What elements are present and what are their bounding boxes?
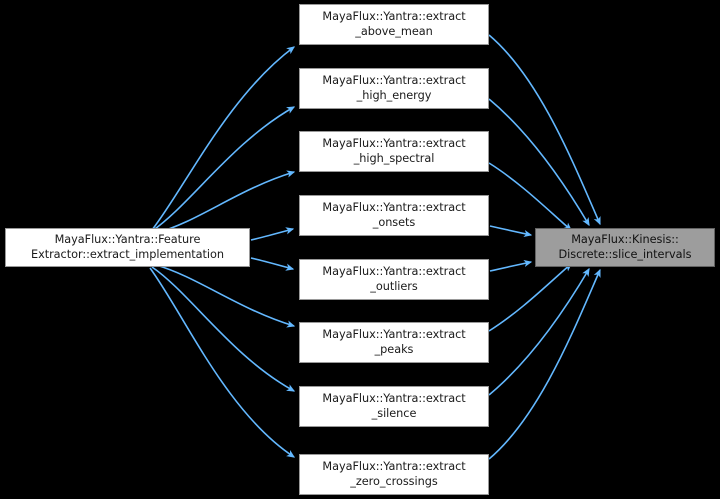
node-label: MayaFlux::Yantra::extract _high_spectral bbox=[322, 136, 466, 165]
node-label: MayaFlux::Yantra::extract _silence bbox=[322, 391, 466, 420]
node-label: MayaFlux::Yantra::extract _outliers bbox=[322, 264, 466, 293]
node-extract-peaks[interactable]: MayaFlux::Yantra::extract _peaks bbox=[299, 322, 489, 363]
node-extract-high-energy[interactable]: MayaFlux::Yantra::extract _high_energy bbox=[299, 68, 489, 109]
edge-extract-onsets bbox=[250, 227, 295, 241]
node-extract-implementation[interactable]: MayaFlux::Yantra::Feature Extractor::ext… bbox=[5, 228, 250, 267]
edge-extract-high-energy bbox=[488, 98, 590, 227]
node-label: MayaFlux::Yantra::extract _onsets bbox=[322, 200, 466, 229]
node-label: MayaFlux::Yantra::extract _above_mean bbox=[322, 9, 466, 38]
edge-extract-outliers bbox=[489, 259, 533, 272]
node-extract-onsets[interactable]: MayaFlux::Yantra::extract _onsets bbox=[299, 195, 489, 236]
node-label: MayaFlux::Yantra::Feature Extractor::ext… bbox=[30, 232, 224, 261]
node-label: MayaFlux::Yantra::extract _high_energy bbox=[322, 73, 466, 102]
node-extract-zero-crossings[interactable]: MayaFlux::Yantra::extract _zero_crossing… bbox=[299, 454, 489, 495]
edge-extract-high-energy bbox=[151, 106, 296, 232]
node-extract-above-mean[interactable]: MayaFlux::Yantra::extract _above_mean bbox=[299, 4, 489, 45]
edge-extract-outliers bbox=[250, 257, 295, 271]
node-label: MayaFlux::Yantra::extract _zero_crossing… bbox=[322, 459, 466, 488]
node-extract-high-spectral[interactable]: MayaFlux::Yantra::extract _high_spectral bbox=[299, 131, 489, 172]
edge-extract-zero-crossings bbox=[149, 267, 296, 458]
node-label: MayaFlux::Kinesis:: Discrete::slice_inte… bbox=[558, 232, 692, 261]
edge-extract-above-mean bbox=[151, 46, 296, 231]
edge-extract-high-spectral bbox=[488, 162, 572, 231]
edge-extract-onsets bbox=[489, 225, 533, 238]
node-extract-outliers[interactable]: MayaFlux::Yantra::extract _outliers bbox=[299, 259, 489, 300]
edge-extract-zero-crossings bbox=[488, 268, 601, 460]
edge-extract-high-spectral bbox=[155, 170, 296, 234]
node-label: MayaFlux::Yantra::extract _peaks bbox=[322, 327, 466, 356]
node-slice-intervals[interactable]: MayaFlux::Kinesis:: Discrete::slice_inte… bbox=[535, 228, 715, 267]
edge-extract-peaks bbox=[155, 264, 296, 328]
edge-extract-peaks bbox=[488, 263, 572, 332]
edge-extract-silence bbox=[151, 266, 296, 392]
node-extract-silence[interactable]: MayaFlux::Yantra::extract _silence bbox=[299, 386, 489, 427]
edge-extract-above-mean bbox=[488, 34, 601, 226]
edge-extract-silence bbox=[488, 267, 590, 396]
